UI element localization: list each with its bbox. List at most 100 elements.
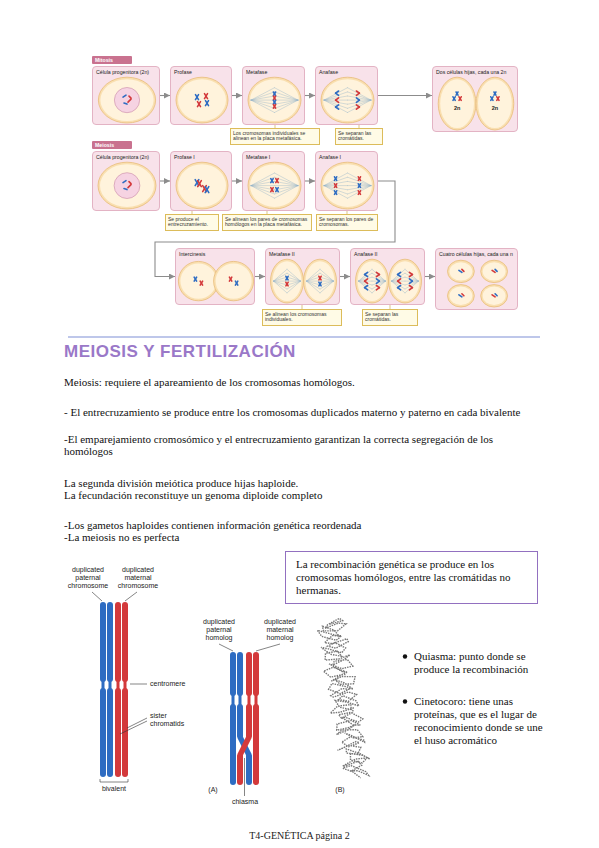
stage-box: Profase (170, 66, 232, 125)
chromatid (100, 688, 106, 777)
chromosome-mark (275, 186, 299, 194)
chromatid (246, 704, 252, 739)
cell-illustration (176, 249, 256, 306)
callout-note: Se produce el entrecruzamiento. (165, 214, 219, 231)
chromosome-mark (275, 92, 299, 100)
chromosome-mark (348, 88, 372, 100)
cell-illustration (243, 152, 306, 212)
chromosome-mark (276, 188, 278, 192)
cell-illustration (93, 152, 161, 212)
chromosome-mark (365, 288, 368, 290)
node-label: Se alinean los pares de cromosomas homól… (225, 217, 309, 229)
chromosome-mark (356, 100, 359, 102)
stage-box: Metafase I (242, 151, 305, 211)
chromosome-mark (398, 288, 401, 290)
node-label: Se separan las cromátidas. (365, 312, 415, 324)
chromosome-mark (459, 97, 461, 101)
chromosome-mark (307, 281, 321, 289)
chromosome-mark (274, 277, 288, 281)
chromosome-mark (335, 177, 337, 181)
chromatid (253, 652, 259, 696)
chromosome-mark (251, 186, 275, 199)
chromosome-mark (196, 95, 199, 100)
chromosome-mark (205, 187, 209, 193)
chromosome-mark (129, 96, 131, 98)
chromosome-mark (251, 88, 275, 100)
chromosome-mark (194, 277, 196, 281)
chromosome-mark (198, 181, 202, 187)
cell-membrane (448, 285, 475, 307)
figure-label: duplicated maternal chromosome (114, 566, 162, 590)
chromosome-mark (372, 269, 386, 281)
stage-box: Dos células hijas, cada una 2n2n2n (432, 66, 518, 132)
chromatid (237, 753, 243, 785)
chromosome-mark (324, 100, 348, 112)
figure-label: centromere (150, 680, 200, 688)
chromosome-mark (358, 191, 360, 195)
cytoplasm (100, 164, 154, 207)
chromosome-mark (358, 177, 360, 181)
chromosome-mark (275, 100, 299, 108)
cell-membrane (481, 285, 508, 307)
chromosome-mark (273, 105, 275, 109)
chromosome-mark (392, 281, 406, 289)
chromosome-mark (286, 282, 288, 286)
chromosome-mark (206, 101, 209, 106)
chromosome-mark (273, 100, 275, 104)
flow-arrow (255, 276, 265, 277)
page-heading: MEIOSIS Y FERTILIZACIÓN (64, 342, 296, 362)
cell-membrane (438, 77, 476, 130)
chromosome-mark (307, 277, 321, 281)
chromosome-mark (392, 269, 406, 281)
node-label: Anafase (319, 69, 374, 75)
node-label: Dos células hijas, cada una 2n (436, 69, 514, 75)
page-footer: T4-GENÉTICA página 2 (0, 830, 599, 842)
chromosome-mark (307, 269, 321, 281)
chromosome-mark (275, 96, 299, 100)
chromosome-mark (274, 269, 288, 281)
figure-label: (A) (204, 786, 222, 794)
chromosome-mark (495, 269, 497, 271)
chromosome-mark (405, 281, 419, 289)
flow-arrow (425, 276, 435, 277)
figure-label: duplicated paternal homolog (194, 618, 244, 642)
flow-arrow (160, 180, 170, 181)
stage-box: Anafase I (315, 151, 378, 211)
cytoplasm (440, 79, 474, 128)
chromosome-mark (275, 173, 299, 186)
chromosome-mark (365, 275, 368, 277)
chromosome-mark (273, 96, 275, 100)
chromosome-mark (287, 269, 301, 281)
chromosome-mark (274, 281, 288, 289)
chromosome-mark (287, 281, 301, 293)
chromosome-mark (359, 281, 373, 289)
chromosome-mark (128, 185, 131, 188)
figure-label: duplicated paternal chromosome (64, 566, 112, 590)
chromosome-mark (392, 273, 406, 281)
chromosome-mark (274, 281, 288, 282)
node-label: Metafase (246, 69, 301, 75)
node-label: Célula progenitora (2n) (96, 154, 156, 160)
cell-membrane (176, 162, 228, 209)
node-label: Los cromosomas individuales se alinean e… (233, 131, 317, 143)
chromosome-mark (359, 277, 373, 281)
chromatid (253, 704, 259, 785)
chromosome-mark (459, 270, 462, 272)
cytoplasm (178, 79, 226, 121)
chromosome-mark (251, 173, 275, 186)
chromosome-mark (251, 92, 275, 100)
cell-membrane (176, 77, 228, 123)
flow-arrow (340, 276, 350, 277)
node-label: Metafase I (246, 154, 301, 160)
chromosome-mark (497, 97, 499, 101)
chromosome-mark (205, 94, 208, 99)
node-label: Intercinesis (179, 251, 251, 257)
chromosome-mark (271, 188, 273, 192)
chromosome-mark (372, 281, 386, 293)
chromosome-mark (251, 177, 275, 185)
leader-line (244, 758, 245, 796)
note-box: La recombinación genética se produce en … (285, 551, 538, 604)
chromosome-mark (358, 191, 360, 195)
cell-illustration (316, 152, 379, 212)
